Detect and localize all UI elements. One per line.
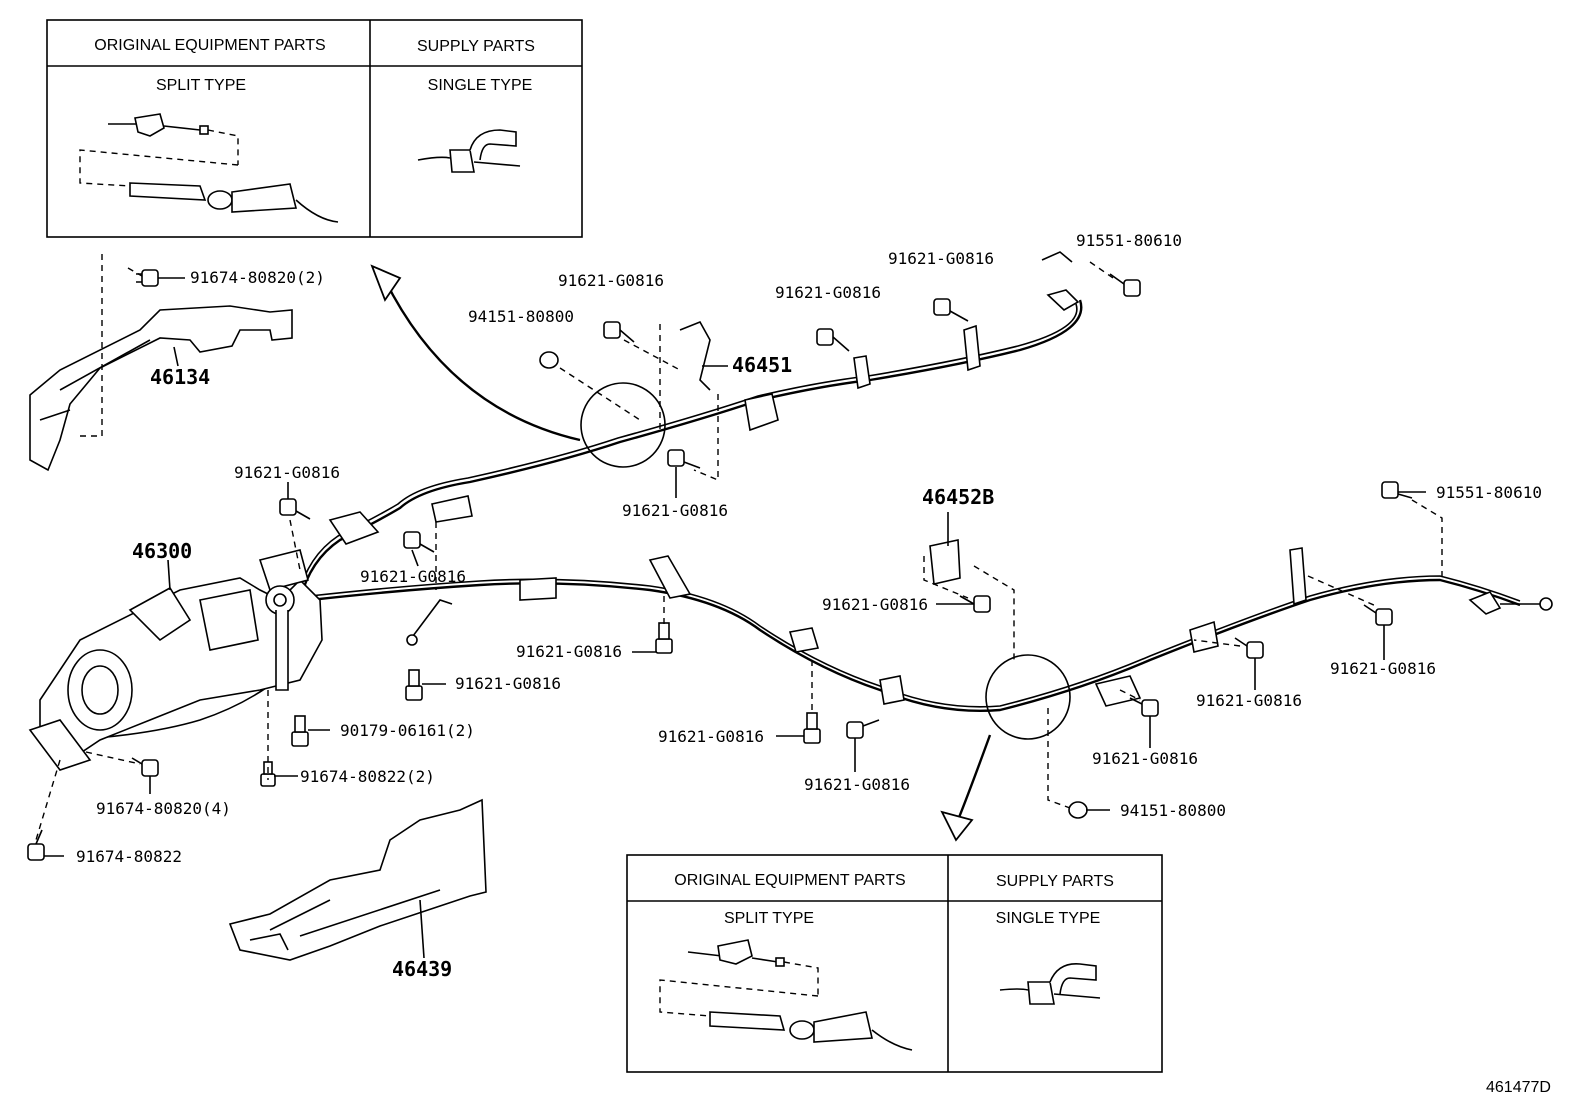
inset-table-bottom: ORIGINAL EQUIPMENT PARTS SUPPLY PARTS SP…	[626, 854, 1163, 1073]
label-94151-80800-upper: 94151-80800	[468, 307, 574, 326]
label-91621-G0816-b: 91621-G0816	[775, 283, 881, 302]
inset-top-col2-sub: SINGLE TYPE	[428, 77, 533, 94]
label-91621-G0816-f: 91621-G0816	[360, 567, 466, 586]
detail-circle-lower	[985, 654, 1071, 740]
detail-circle-upper	[580, 382, 666, 468]
label-91674-80822-2: 91674-80822(2)	[300, 767, 435, 786]
fasteners	[27, 269, 1413, 861]
label-90179-06161-2: 90179-06161(2)	[340, 721, 475, 740]
inset-top-col1-sub: SPLIT TYPE	[156, 77, 246, 94]
inset-bottom-col2-sub: SINGLE TYPE	[996, 910, 1101, 927]
inset-table-top: ORIGINAL EQUIPMENT PARTS SUPPLY PARTS SP…	[46, 19, 583, 238]
label-91621-G0816-m: 91621-G0816	[804, 775, 910, 794]
label-91674-80822: 91674-80822	[76, 847, 182, 866]
label-91621-G0816-j: 91621-G0816	[1330, 659, 1436, 678]
label-46451: 46451	[732, 353, 792, 377]
single-type-sketch-bottom	[999, 963, 1101, 1005]
label-46452B: 46452B	[922, 485, 994, 509]
label-46300: 46300	[132, 539, 192, 563]
label-91674-80820-4: 91674-80820(4)	[96, 799, 231, 818]
label-91621-G0816-e: 91621-G0816	[234, 463, 340, 482]
label-91621-G0816-a: 91621-G0816	[558, 271, 664, 290]
label-91621-G0816-d: 91621-G0816	[622, 501, 728, 520]
label-46134: 46134	[150, 365, 210, 389]
label-91551-80610-upper: 91551-80610	[1076, 231, 1182, 250]
inset-bottom-col2-header: SUPPLY PARTS	[996, 873, 1114, 890]
label-94151-80800-lower: 94151-80800	[1120, 801, 1226, 820]
leader-lines	[35, 254, 1443, 959]
part-labels: 91674-80820(2) 46134 94151-80800 91621-G…	[76, 231, 1551, 1096]
diagram-code: 461477D	[1486, 1079, 1551, 1096]
label-91621-G0816-i: 91621-G0816	[455, 674, 561, 693]
actuator-46300	[28, 549, 323, 771]
label-91621-G0816-k: 91621-G0816	[1196, 691, 1302, 710]
label-91621-G0816-n: 91621-G0816	[1092, 749, 1198, 768]
inset-bottom-col1-header: ORIGINAL EQUIPMENT PARTS	[674, 872, 905, 889]
inset-top-col2-header: SUPPLY PARTS	[417, 38, 535, 55]
label-46439: 46439	[392, 957, 452, 981]
label-91621-G0816-c: 91621-G0816	[888, 249, 994, 268]
bracket-46134	[29, 305, 293, 472]
label-91621-G0816-h: 91621-G0816	[516, 642, 622, 661]
label-91551-80610-lower: 91551-80610	[1436, 483, 1542, 502]
label-91621-G0816-g: 91621-G0816	[822, 595, 928, 614]
split-type-sketch-bottom	[659, 939, 913, 1051]
label-91621-G0816-l: 91621-G0816	[658, 727, 764, 746]
single-type-sketch-top	[417, 129, 521, 173]
label-91674-80820-2: 91674-80820(2)	[190, 268, 325, 287]
inset-top-col1-header: ORIGINAL EQUIPMENT PARTS	[94, 37, 325, 54]
cable-brackets	[328, 320, 1307, 707]
inset-bottom-col1-sub: SPLIT TYPE	[724, 910, 814, 927]
cover-46439	[228, 798, 487, 961]
callout-arrows	[370, 264, 1071, 842]
split-type-sketch-top	[79, 113, 339, 223]
